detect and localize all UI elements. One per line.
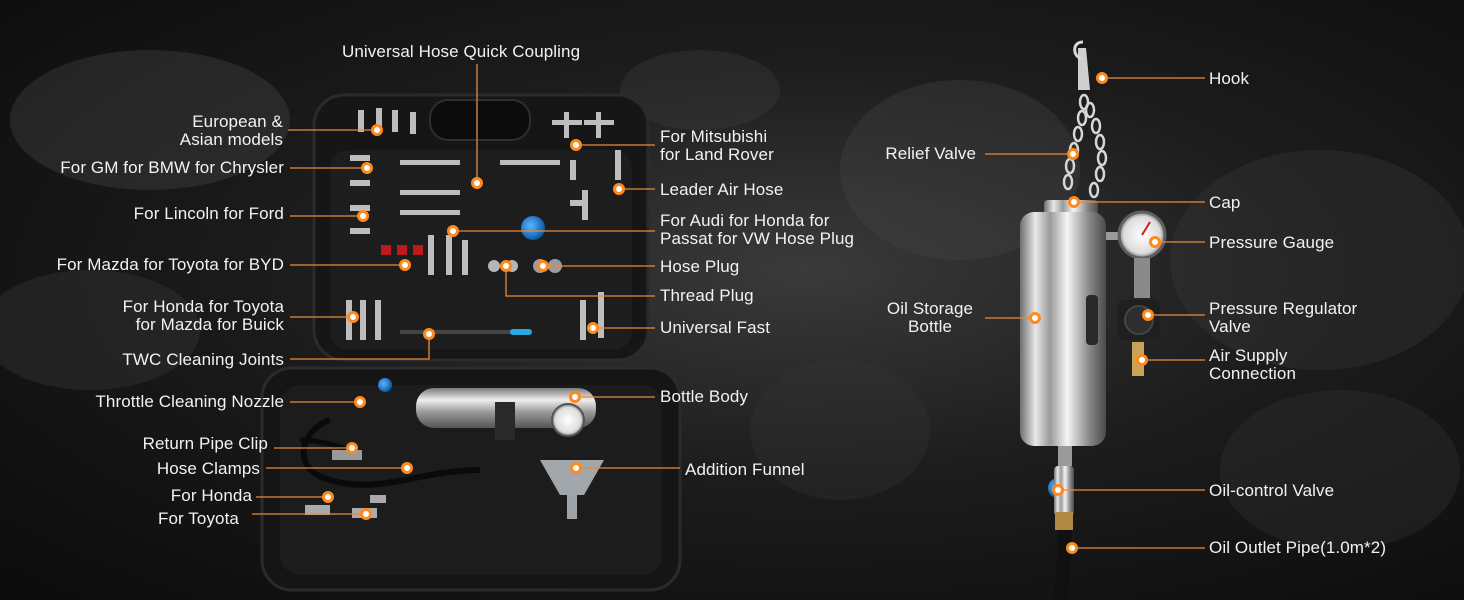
label-lincoln-ford: For Lincoln for Ford — [133, 204, 284, 223]
fittings-row — [346, 108, 621, 340]
label-relief-valve: Relief Valve — [885, 144, 976, 163]
marker-dot — [1136, 354, 1148, 366]
marker-dot — [1068, 196, 1080, 208]
marker-dot — [347, 311, 359, 323]
marker-dot — [569, 391, 581, 403]
blue-adapter — [521, 216, 545, 240]
marker-dot — [1142, 309, 1154, 321]
label-air-supply-connection: Air Supply Connection — [1209, 346, 1297, 383]
label-hook: Hook — [1209, 69, 1250, 88]
label-honda-toyota-mazda-buick: For Honda for Toyota for Mazda for Buick — [122, 297, 284, 334]
marker-dot — [361, 162, 373, 174]
background-engine — [0, 50, 1464, 550]
label-for-toyota: For Toyota — [157, 509, 239, 528]
addition-funnel — [540, 460, 604, 495]
tool-case — [260, 93, 682, 592]
label-addition-funnel: Addition Funnel — [685, 460, 805, 479]
label-throttle-cleaning-nozzle: Throttle Cleaning Nozzle — [95, 392, 284, 411]
label-gm-bmw-chrysler: For GM for BMW for Chrysler — [60, 158, 284, 177]
label-bottle-body: Bottle Body — [660, 387, 749, 406]
marker-dot — [322, 491, 334, 503]
oil-storage-bottle — [1020, 212, 1106, 446]
marker-dot — [570, 462, 582, 474]
marker-dot — [371, 124, 383, 136]
label-for-honda: For Honda — [170, 486, 252, 505]
marker-dot — [537, 260, 549, 272]
label-oil-storage-bottle: Oil Storage Bottle — [886, 299, 974, 336]
label-hose-plug: Hose Plug — [660, 257, 740, 276]
label-oil-outlet-pipe: Oil Outlet Pipe(1.0m*2) — [1209, 538, 1387, 557]
marker-dot — [357, 210, 369, 222]
label-thread-plug: Thread Plug — [660, 286, 754, 305]
marker-dot — [613, 183, 625, 195]
marker-dot — [360, 508, 372, 520]
marker-dot — [570, 139, 582, 151]
marker-dot — [1052, 484, 1064, 496]
marker-dot — [1066, 542, 1078, 554]
label-mazda-toyota-byd: For Mazda for Toyota for BYD — [56, 255, 284, 274]
label-oil-control-valve: Oil-control Valve — [1209, 481, 1335, 500]
label-leader-air-hose: Leader Air Hose — [660, 180, 784, 199]
red-adapters — [381, 245, 423, 255]
leader-lines — [252, 64, 1205, 549]
marker-dot — [354, 396, 366, 408]
marker-dot — [471, 177, 483, 189]
marker-dot — [399, 259, 411, 271]
label-european-asian: European & Asian models — [179, 112, 283, 149]
marker-dot — [587, 322, 599, 334]
label-audi-honda-passat-vw: For Audi for Honda for Passat for VW Hos… — [660, 211, 855, 248]
label-return-pipe-clip: Return Pipe Clip — [142, 434, 268, 453]
label-universal-hose-quick-coupling: Universal Hose Quick Coupling — [342, 42, 581, 61]
label-mitsubishi-land-rover: For Mitsubishi for Land Rover — [660, 127, 774, 164]
label-hose-clamps: Hose Clamps — [156, 459, 260, 478]
marker-dot — [500, 260, 512, 272]
marker-dot — [1029, 312, 1041, 324]
label-twc-cleaning-joints: TWC Cleaning Joints — [122, 350, 284, 369]
marker-dot — [1096, 72, 1108, 84]
marker-dot — [401, 462, 413, 474]
label-cap: Cap — [1209, 193, 1241, 212]
label-universal-fast: Universal Fast — [660, 318, 771, 337]
label-pressure-gauge: Pressure Gauge — [1209, 233, 1335, 252]
marker-dot — [1067, 148, 1079, 160]
marker-dot — [423, 328, 435, 340]
label-pressure-regulator-valve: Pressure Regulator Valve — [1209, 299, 1358, 336]
marker-dot — [1149, 236, 1161, 248]
case-handle — [429, 99, 531, 141]
marker-dot — [346, 442, 358, 454]
marker-dot — [447, 225, 459, 237]
marker-dots — [322, 72, 1161, 554]
